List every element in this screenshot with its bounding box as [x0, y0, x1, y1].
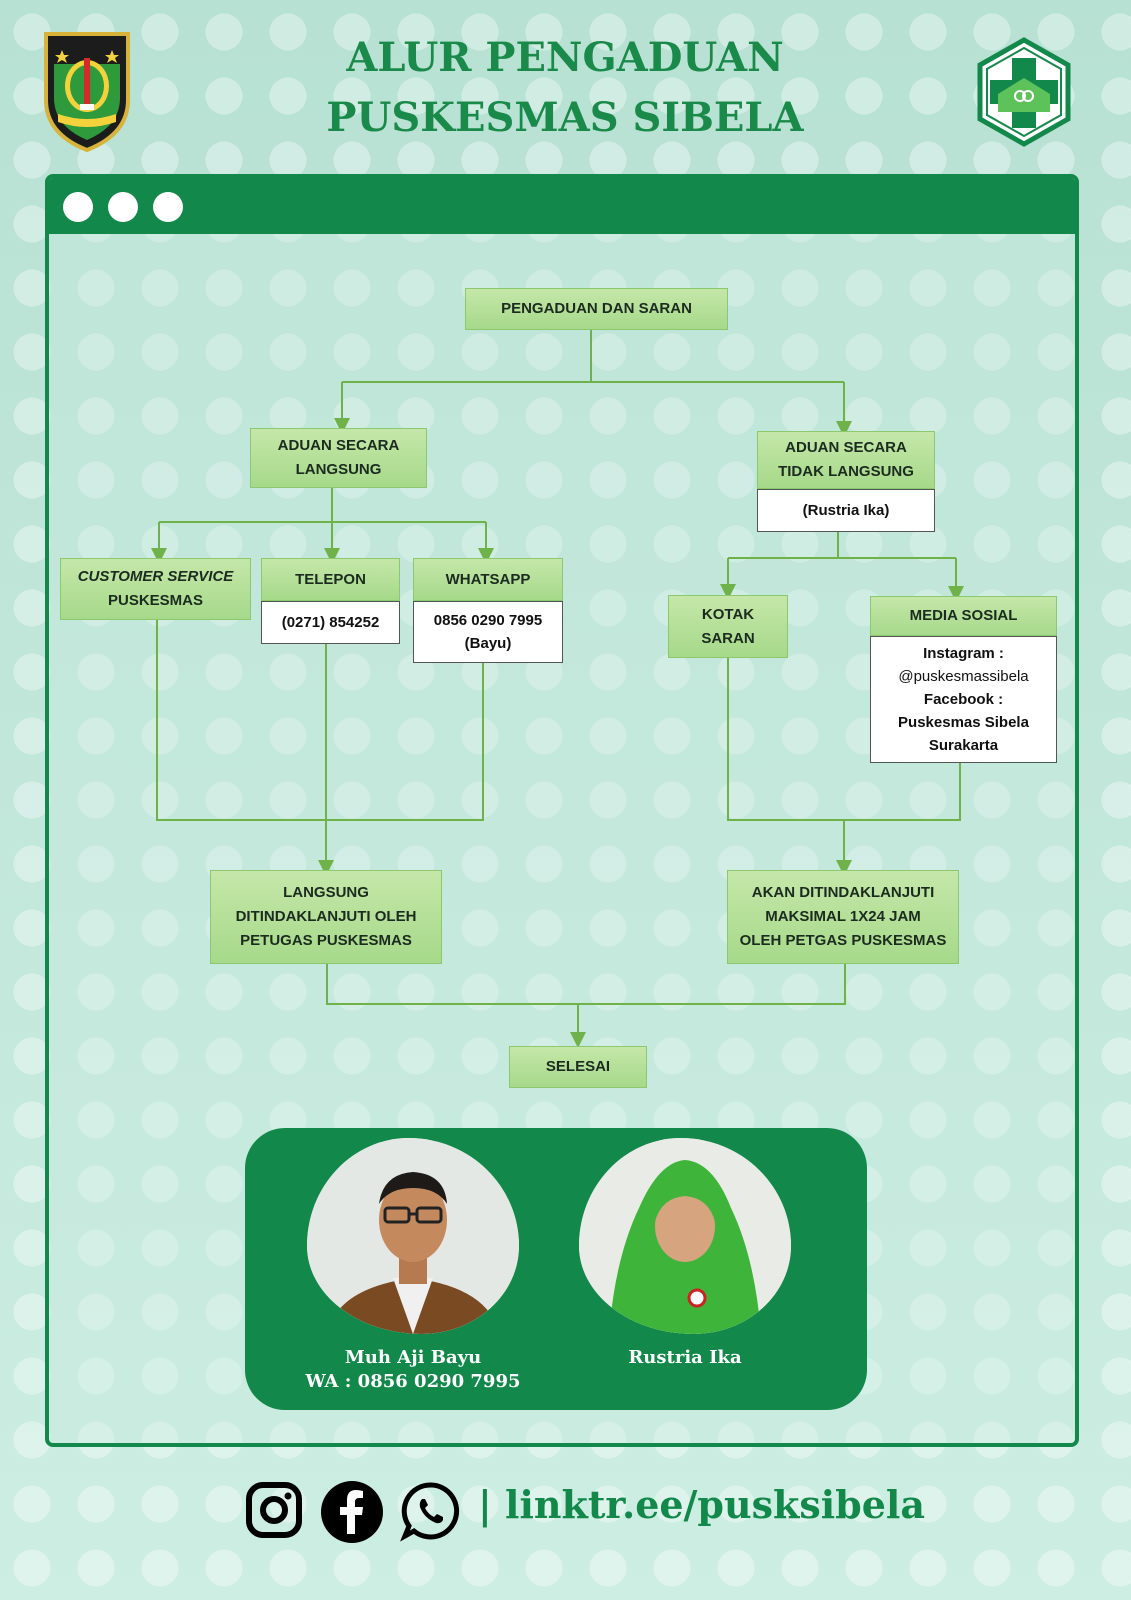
- node-label: PENGADUAN DAN SARAN: [501, 300, 692, 317]
- node-label: PUSKESMAS: [107, 592, 204, 609]
- node-label: (Bayu): [464, 635, 512, 652]
- node-customer-service: CUSTOMER SERVICE PUSKESMAS: [60, 558, 251, 620]
- node-label: CUSTOMER SERVICE: [77, 568, 234, 585]
- node-label: MEDIA SOSIAL: [909, 607, 1018, 624]
- connector-direct-merge: [156, 620, 484, 821]
- connector-root: [342, 330, 844, 383]
- node-label: TIDAK LANGSUNG: [778, 463, 914, 480]
- instagram-label: Instagram :: [923, 645, 1004, 662]
- node-label: 0856 0290 7995: [433, 612, 543, 629]
- team-panel: Muh Aji Bayu WA : 0856 0290 7995 Rustria…: [245, 1128, 867, 1410]
- node-label: LANGSUNG: [295, 461, 382, 478]
- page-title-line1: ALUR PENGADUAN: [346, 34, 784, 81]
- node-selesai: SELESAI: [509, 1046, 647, 1088]
- facebook-icon[interactable]: [320, 1480, 384, 1544]
- node-label: SARAN: [701, 629, 755, 647]
- node-label: OLEH PETGAS PUSKESMAS: [739, 932, 947, 949]
- node-kotak-saran: KOTAK SARAN: [668, 595, 788, 658]
- person1-name: Muh Aji Bayu: [344, 1347, 482, 1368]
- node-aduan-tidak-langsung: ADUAN SECARA TIDAK LANGSUNG: [757, 431, 935, 489]
- node-media-sosial: MEDIA SOSIAL: [870, 596, 1057, 636]
- node-label: ADUAN SECARA: [277, 437, 400, 454]
- node-label: KOTAK: [701, 605, 755, 623]
- window-dot-1: [63, 192, 93, 222]
- node-label: (0271) 854252: [281, 614, 380, 631]
- node-label: LANGSUNG: [283, 884, 369, 901]
- node-label: (Rustria Ika): [802, 502, 890, 519]
- window-dot-2: [108, 192, 138, 222]
- person-photo-icon: [307, 1138, 519, 1334]
- instagram-icon[interactable]: [244, 1480, 304, 1540]
- person-photo-icon: [579, 1138, 791, 1334]
- node-label: TELEPON: [295, 570, 366, 588]
- node-aduan-langsung: ADUAN SECARA LANGSUNG: [250, 428, 427, 488]
- avatar-person2: [579, 1138, 791, 1334]
- node-label: WHATSAPP: [445, 570, 531, 588]
- window-title-bar: [49, 178, 1075, 234]
- whatsapp-icon[interactable]: [400, 1480, 462, 1542]
- node-whatsapp: WHATSAPP: [413, 558, 563, 601]
- node-indirect-result: AKAN DITINDAKLANJUTI MAKSIMAL 1X24 JAM O…: [727, 870, 959, 964]
- facebook-name: Puskesmas Sibela: [898, 714, 1029, 731]
- node-indirect-contact: (Rustria Ika): [757, 489, 935, 532]
- node-direct-result: LANGSUNG DITINDAKLANJUTI OLEH PETUGAS PU…: [210, 870, 442, 964]
- facebook-name: Surakarta: [928, 737, 999, 754]
- node-pengaduan-dan-saran: PENGADUAN DAN SARAN: [465, 288, 728, 330]
- node-label: SELESAI: [545, 1058, 611, 1075]
- node-label: AKAN DITINDAKLANJUTI: [751, 884, 935, 901]
- connector-end-merge: [326, 964, 846, 1005]
- page-title-line2: PUSKESMAS SIBELA: [326, 94, 804, 141]
- node-label: MAKSIMAL 1X24 JAM: [765, 908, 921, 925]
- facebook-label: Facebook :: [923, 691, 1004, 708]
- person2-name: Rustria Ika: [628, 1347, 742, 1368]
- node-label: DITINDAKLANJUTI OLEH: [235, 908, 417, 925]
- linktree-link[interactable]: | linktr.ee/pusksibela: [478, 1482, 925, 1527]
- node-telepon-number: (0271) 854252: [261, 601, 400, 644]
- node-telepon: TELEPON: [261, 558, 400, 601]
- connector-direct-split: [159, 488, 486, 523]
- node-label: ADUAN SECARA: [785, 439, 907, 456]
- city-emblem-logo: [44, 32, 130, 153]
- node-whatsapp-number: 0856 0290 7995 (Bayu): [413, 601, 563, 663]
- window-dot-3: [153, 192, 183, 222]
- puskesmas-logo: [977, 37, 1071, 147]
- connector-indirect-split: [728, 532, 956, 559]
- node-label: PETUGAS PUSKESMAS: [240, 932, 412, 949]
- person1-whatsapp: WA : 0856 0290 7995: [305, 1371, 521, 1392]
- avatar-person1: [307, 1138, 519, 1334]
- instagram-handle: @puskesmassibela: [898, 668, 1029, 685]
- node-media-sosial-details: Instagram : @puskesmassibela Facebook : …: [870, 636, 1057, 763]
